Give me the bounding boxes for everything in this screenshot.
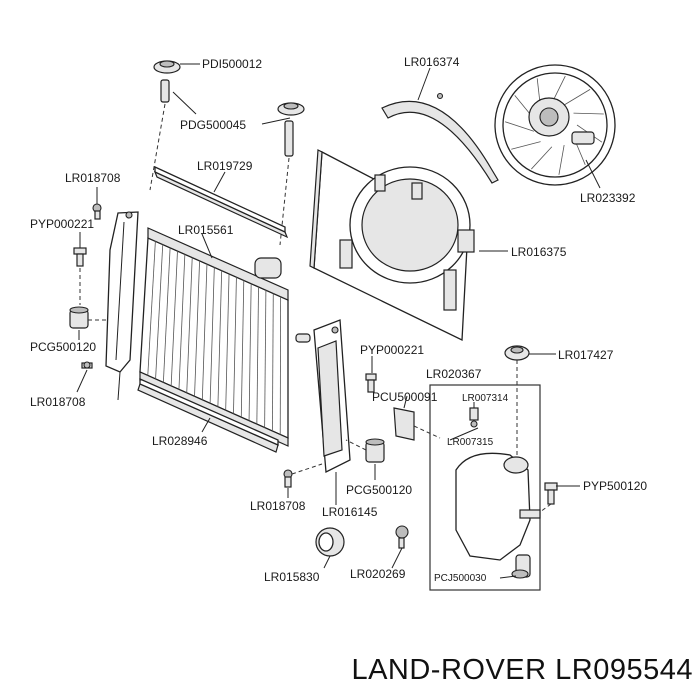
radiator-fin <box>256 286 259 425</box>
label-lr018708-bottom: LR018708 <box>250 499 306 513</box>
radiator-fin <box>248 283 252 421</box>
bush-lr015830 <box>315 527 345 557</box>
label-pyp000221-mid: PYP000221 <box>360 343 424 357</box>
bracket-pcu500091 <box>393 407 441 441</box>
left-side-bracket <box>105 211 139 373</box>
label-pcj500030: PCJ500030 <box>434 573 487 584</box>
bolt-pyp500120 <box>539 482 558 513</box>
radiator-fin <box>240 280 245 418</box>
radiator <box>139 227 311 447</box>
radiator-fin <box>233 277 237 414</box>
fan-blade <box>504 121 535 132</box>
clip-pyp000221-mid <box>365 373 377 393</box>
label-pdg500045: PDG500045 <box>180 118 246 132</box>
grommet-pcg500120-mid <box>345 438 385 463</box>
label-pyp000221-left: PYP000221 <box>30 217 94 231</box>
radiator-fin <box>217 270 223 407</box>
expansion-tank-group-box <box>429 384 541 591</box>
bolt-lr018708-left <box>81 361 93 369</box>
expansion-tank-cap <box>504 345 530 455</box>
label-lr016145: LR016145 <box>322 505 378 519</box>
radiator-fin <box>201 264 208 400</box>
radiator-fin <box>178 254 186 390</box>
radiator-fin <box>272 293 274 432</box>
label-lr017427: LR017427 <box>558 348 614 362</box>
fan-shroud <box>309 149 475 342</box>
cooling-fan <box>494 64 616 186</box>
bolt-lr018708-bottom <box>283 463 323 488</box>
upper-mount-insulator-left <box>149 60 181 191</box>
label-lr015830: LR015830 <box>264 570 320 584</box>
label-lr018708-left: LR018708 <box>30 395 86 409</box>
label-lr015561: LR015561 <box>178 223 234 237</box>
grommet-pcg500120-left <box>69 306 106 329</box>
radiator-fin <box>155 244 164 379</box>
radiator-fin <box>225 273 230 411</box>
radiator-fin <box>147 241 156 376</box>
leader-lines <box>76 63 601 579</box>
label-pdi500012: PDI500012 <box>202 57 262 71</box>
shroud-upper-seal <box>381 92 499 184</box>
label-lr016374: LR016374 <box>404 55 460 69</box>
radiator-fin <box>186 257 193 393</box>
brand-part-number: LAND-ROVER LR095544 <box>351 654 693 686</box>
label-lr020269: LR020269 <box>350 567 406 581</box>
sensor-lr007314 <box>469 407 479 428</box>
expansion-tank <box>455 452 541 578</box>
radiator-fin <box>209 267 215 404</box>
bolt-lr020269 <box>395 525 409 549</box>
lower-seal-bar <box>137 378 279 453</box>
upper-mount-insulator-right <box>277 102 305 246</box>
hose-clip-pcj500030 <box>511 569 529 579</box>
label-pyp500120: PYP500120 <box>583 479 647 493</box>
radiator-fin <box>162 247 171 383</box>
label-lr019729: LR019729 <box>197 159 253 173</box>
fan-blade <box>573 112 604 115</box>
radiator-fin <box>264 290 267 428</box>
upper-seal-bar <box>153 165 289 239</box>
fan-blade <box>563 89 591 106</box>
clip-pyp000221-left <box>73 247 87 305</box>
radiator-fin <box>170 251 178 386</box>
radiator-fin <box>194 260 200 397</box>
label-lr023392: LR023392 <box>580 191 636 205</box>
label-pcu500091: PCU500091 <box>372 390 438 404</box>
label-pcg500120-left: PCG500120 <box>30 340 96 354</box>
label-lr007314: LR007314 <box>462 393 509 404</box>
label-lr020367: LR020367 <box>426 367 482 381</box>
fan-blade <box>531 146 553 170</box>
bolt-lr018708-top <box>92 203 102 220</box>
label-pcg500120-mid: PCG500120 <box>346 483 412 497</box>
fan-blade <box>511 141 541 150</box>
label-lr016375: LR016375 <box>511 245 567 259</box>
label-lr018708-top: LR018708 <box>65 171 121 185</box>
label-lr028946: LR028946 <box>152 434 208 448</box>
fan-blade <box>558 144 565 175</box>
label-lr007315: LR007315 <box>447 437 494 448</box>
centre-side-bracket <box>313 319 351 474</box>
